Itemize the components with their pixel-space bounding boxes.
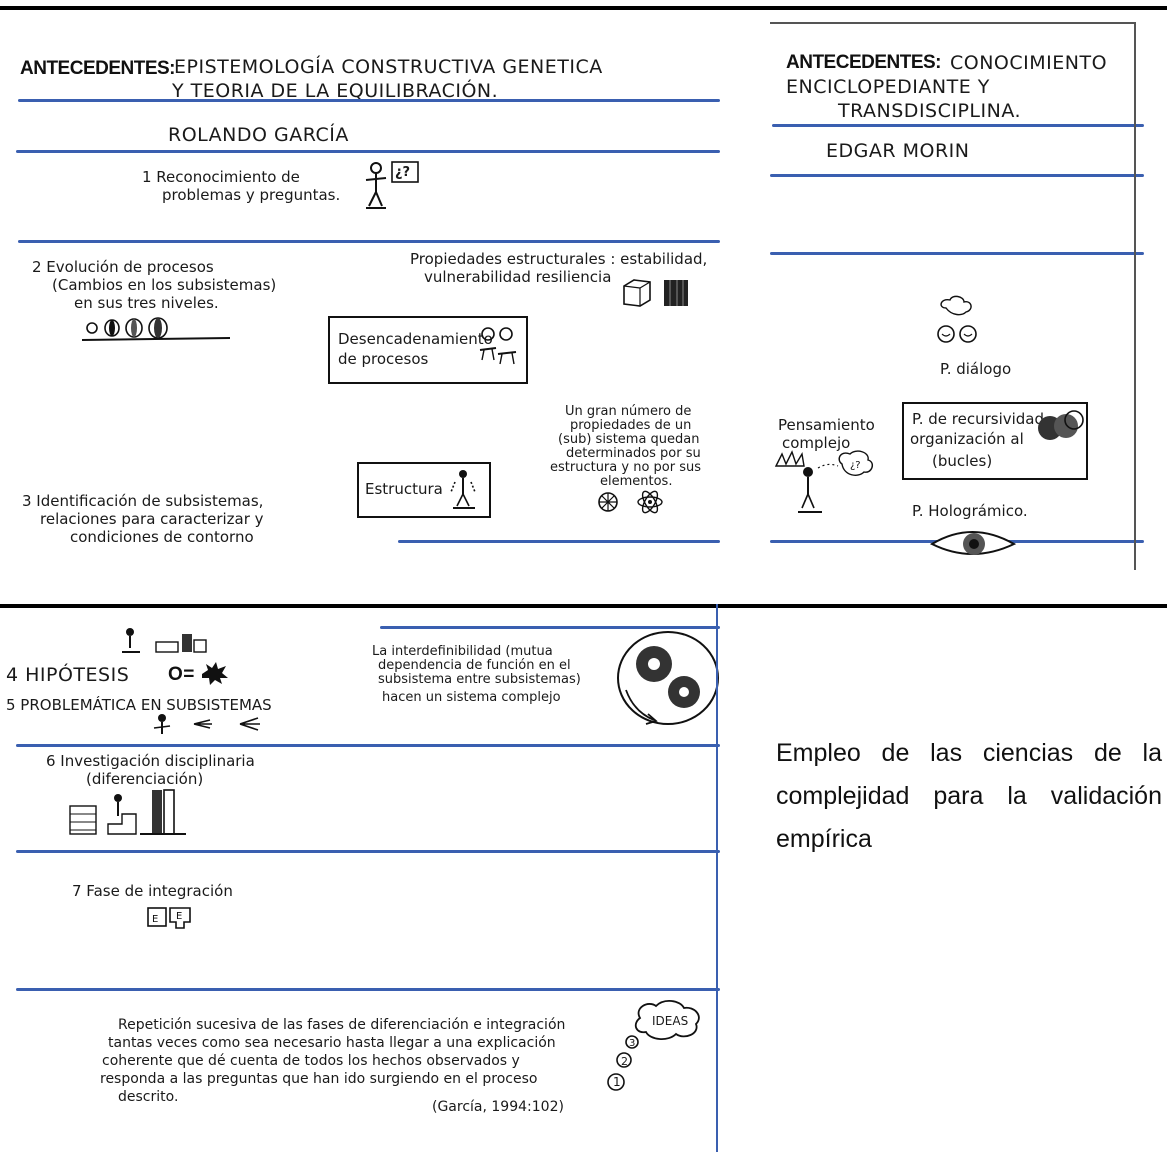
- rep-line3: coherente que dé cuenta de todos los hec…: [102, 1053, 520, 1069]
- step5-label: 5 PROBLEMÁTICA EN SUBSISTEMAS: [6, 696, 272, 714]
- rep-line4: responda a las preguntas que han ido sur…: [100, 1071, 538, 1087]
- inter-line2: dependencia de función en el: [378, 658, 571, 673]
- garcia-divider-bottom: [398, 540, 720, 543]
- morin-divider-1: [772, 124, 1144, 127]
- gran-line4: determinados por su: [566, 446, 701, 461]
- morin-title-line1: CONOCIMIENTO: [950, 52, 1108, 74]
- gran-line5: estructura y no por sus: [550, 460, 701, 475]
- morin-title-line2: ENCICLOPEDIANTE Y: [786, 76, 990, 98]
- process-evolution-icon: [81, 317, 231, 341]
- desenc-line1: Desencadenamiento: [338, 330, 493, 348]
- svg-text:E: E: [152, 914, 158, 925]
- lower-divider-1: [16, 744, 720, 747]
- question-bubble: ¿?: [395, 165, 411, 180]
- morin-divider-2: [770, 174, 1144, 177]
- pensamiento-line1: Pensamiento: [778, 416, 875, 434]
- step2-line1: 2 Evolución de procesos: [32, 258, 214, 276]
- garcia-divider-3: [18, 240, 720, 243]
- desenc-line2: de procesos: [338, 350, 429, 368]
- gran-line1: Un gran número de: [565, 404, 692, 419]
- morin-top-border: [770, 22, 1136, 24]
- garcia-author: ROLANDO GARCÍA: [168, 124, 349, 146]
- subsystem-problems-icon: [153, 714, 260, 734]
- estructura-label: Estructura: [365, 480, 443, 498]
- principle-holografico: P. Holográmico.: [912, 502, 1028, 520]
- morin-label: ANTECEDENTES:: [786, 52, 942, 73]
- top-rule: [0, 6, 1167, 10]
- lower-divider-2: [16, 850, 720, 853]
- garcia-divider-2: [16, 150, 720, 153]
- svg-text:E: E: [176, 911, 182, 922]
- gears-icon: [617, 631, 719, 725]
- step2-line2: (Cambios en los subsistemas): [52, 276, 277, 294]
- middle-rule: [0, 604, 1167, 608]
- idea-number-2: 2: [621, 1055, 628, 1068]
- loop-spheres-icon: [1038, 410, 1084, 440]
- step3-line1: 3 Identificación de subsistemas,: [22, 492, 264, 510]
- explosion-icon: [202, 662, 228, 685]
- rep-line5: descrito.: [118, 1089, 179, 1105]
- rep-line2: tantas veces como sea necesario hasta ll…: [108, 1035, 556, 1051]
- dialogue-faces-icon: [937, 295, 977, 343]
- gran-line3: (sub) sistema quedan: [558, 432, 700, 447]
- recur-line1: P. de recursividad: [912, 410, 1045, 428]
- step3-line2: relaciones para caracterizar y: [40, 510, 264, 528]
- step4-equation: O=: [168, 664, 195, 685]
- step1-line1: 1 Reconocimiento de: [142, 168, 300, 186]
- recursividad-box: P. de recursividad organización al (bucl…: [902, 402, 1088, 480]
- inter-line4: hacen un sistema complejo: [382, 690, 561, 705]
- ideas-cloud-icon: [607, 1000, 700, 1091]
- step6-line2: (diferenciación): [86, 770, 204, 788]
- garcia-label: ANTECEDENTES:: [20, 58, 176, 79]
- ideas-label: IDEAS: [652, 1014, 689, 1028]
- thinking-person-icon: [365, 161, 419, 209]
- step6-line1: 6 Investigación disciplinaria: [46, 752, 255, 770]
- desencadenamiento-box: Desencadenamiento de procesos: [328, 316, 528, 384]
- idea-number-3: 3: [629, 1038, 636, 1049]
- props-line2: vulnerabilidad resiliencia: [424, 268, 612, 286]
- step4-label: 4 HIPÓTESIS: [6, 664, 130, 686]
- principle-dialogo: P. diálogo: [940, 360, 1012, 378]
- complex-thinker-icon: ¿?: [774, 450, 874, 513]
- chain-reaction-icon: [479, 327, 517, 365]
- eye-icon: [929, 531, 1017, 555]
- lower-divider-top: [380, 626, 720, 629]
- inter-line1: La interdefinibilidad (mutua: [372, 644, 553, 659]
- pensamiento-line2: complejo: [782, 434, 851, 452]
- step7-label: 7 Fase de integración: [72, 882, 233, 900]
- step2-line3: en sus tres niveles.: [74, 294, 219, 312]
- step1-line2: problemas y preguntas.: [162, 186, 341, 204]
- caption-text: Empleo de las ciencias de la complejidad…: [776, 739, 1162, 853]
- integration-icon: E E: [147, 907, 191, 929]
- atom-icons: [598, 490, 663, 514]
- lower-right-border: [716, 604, 718, 1152]
- garcia-title-line2: Y TEORIA DE LA EQUILIBRACIÓN.: [172, 80, 499, 102]
- step3-line3: condiciones de contorno: [70, 528, 254, 546]
- garcia-title-line1: EPISTEMOLOGÍA CONSTRUCTIVA GENETICA: [174, 56, 603, 78]
- morin-author: EDGAR MORIN: [826, 140, 970, 162]
- standing-person-icon: [450, 470, 476, 509]
- estructura-box: Estructura: [357, 462, 491, 518]
- recur-line3: (bucles): [932, 452, 993, 470]
- svg-text:¿?: ¿?: [850, 460, 861, 471]
- rep-line1: Repetición sucesiva de las fases de dife…: [118, 1017, 566, 1033]
- recur-line2: organización al: [910, 430, 1024, 448]
- inter-line3: subsistema entre subsistemas): [378, 672, 581, 687]
- cube-icons: [623, 279, 688, 307]
- gran-line6: elementos.: [600, 474, 673, 489]
- props-line1: Propiedades estructurales : estabilidad,: [410, 250, 708, 268]
- garcia-divider-1: [18, 99, 720, 102]
- climbing-stairs-icon: [69, 789, 186, 835]
- gran-line2: propiedades de un: [570, 418, 692, 433]
- lower-divider-3: [16, 988, 720, 991]
- morin-divider-3: [770, 252, 1144, 255]
- citation: (García, 1994:102): [432, 1099, 564, 1115]
- morin-right-border: [1134, 22, 1136, 570]
- idea-number-1: 1: [613, 1075, 621, 1089]
- morin-title-line3: TRANSDISCIPLINA.: [838, 100, 1022, 122]
- tower-bricks-icon: [122, 628, 207, 653]
